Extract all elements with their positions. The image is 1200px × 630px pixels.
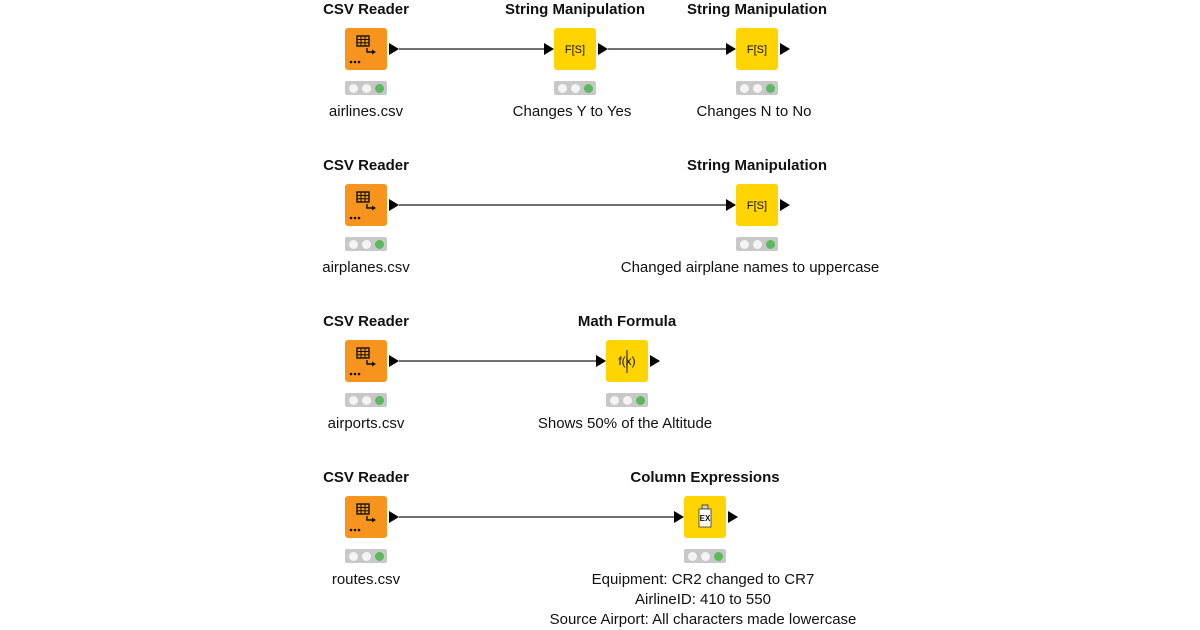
node-caption: Source Airport: All characters made lowe… (549, 611, 857, 628)
output-port-icon[interactable] (598, 43, 608, 55)
connection-edge[interactable] (399, 204, 726, 206)
output-port-icon[interactable] (650, 355, 660, 367)
node-status-indicator (345, 81, 387, 95)
node-caption: AirlineID: 410 to 550 (635, 591, 771, 608)
status-light-green (375, 552, 384, 561)
status-light-yellow (701, 552, 710, 561)
csv-reader-node[interactable] (345, 340, 387, 382)
node-title: CSV Reader (323, 469, 409, 486)
transform-node[interactable]: F[S] (736, 28, 778, 70)
node-status-indicator (554, 81, 596, 95)
node-caption: Changes Y to Yes (512, 103, 632, 120)
status-light-red (740, 84, 749, 93)
node-caption: airlines.csv (328, 103, 404, 120)
status-light-yellow (753, 240, 762, 249)
csv-reader-node[interactable] (345, 496, 387, 538)
output-port-icon[interactable] (389, 199, 399, 211)
status-light-yellow (753, 84, 762, 93)
node-caption: airplanes.csv (322, 259, 410, 276)
status-light-yellow (571, 84, 580, 93)
transform-node[interactable]: f(x) (606, 340, 648, 382)
node-title: Column Expressions (630, 469, 780, 486)
node-caption: airports.csv (327, 415, 405, 432)
node-status-indicator (606, 393, 648, 407)
status-light-yellow (362, 552, 371, 561)
status-light-red (349, 552, 358, 561)
status-light-green (375, 396, 384, 405)
node-title: String Manipulation (505, 1, 645, 18)
node-title: CSV Reader (323, 313, 409, 330)
status-light-green (766, 240, 775, 249)
status-light-yellow (362, 240, 371, 249)
output-port-icon[interactable] (780, 43, 790, 55)
input-port-icon[interactable] (674, 511, 684, 523)
node-title: String Manipulation (687, 1, 827, 18)
node-title: String Manipulation (687, 157, 827, 174)
output-port-icon[interactable] (728, 511, 738, 523)
status-light-yellow (362, 84, 371, 93)
node-caption: Changes N to No (696, 103, 812, 120)
node-title: CSV Reader (323, 1, 409, 18)
node-title: Math Formula (577, 313, 677, 330)
svg-text:EX: EX (700, 514, 711, 523)
node-status-indicator (736, 237, 778, 251)
transform-node[interactable]: F[S] (736, 184, 778, 226)
status-light-yellow (623, 396, 632, 405)
status-light-red (610, 396, 619, 405)
status-light-red (349, 240, 358, 249)
status-light-green (714, 552, 723, 561)
status-light-red (558, 84, 567, 93)
csv-reader-node[interactable] (345, 184, 387, 226)
connection-edge[interactable] (399, 516, 674, 518)
node-status-indicator (345, 237, 387, 251)
status-light-green (375, 84, 384, 93)
output-port-icon[interactable] (780, 199, 790, 211)
status-light-yellow (362, 396, 371, 405)
transform-node[interactable]: EX (684, 496, 726, 538)
node-status-indicator (345, 393, 387, 407)
status-light-green (636, 396, 645, 405)
output-port-icon[interactable] (389, 43, 399, 55)
node-status-indicator (345, 549, 387, 563)
node-caption: Shows 50% of the Altitude (537, 415, 713, 432)
status-light-red (349, 396, 358, 405)
svg-text:F[S]: F[S] (747, 200, 767, 212)
input-port-icon[interactable] (596, 355, 606, 367)
input-port-icon[interactable] (726, 43, 736, 55)
node-title: CSV Reader (323, 157, 409, 174)
status-light-red (688, 552, 697, 561)
transform-node[interactable]: F[S] (554, 28, 596, 70)
output-port-icon[interactable] (389, 511, 399, 523)
status-light-green (375, 240, 384, 249)
status-light-green (584, 84, 593, 93)
output-port-icon[interactable] (389, 355, 399, 367)
node-caption: routes.csv (331, 571, 401, 588)
status-light-red (740, 240, 749, 249)
connection-edge[interactable] (399, 360, 596, 362)
connection-edge[interactable] (399, 48, 544, 50)
input-port-icon[interactable] (544, 43, 554, 55)
node-caption: Changed airplane names to uppercase (620, 259, 880, 276)
status-light-green (766, 84, 775, 93)
svg-text:F[S]: F[S] (565, 44, 585, 56)
connection-edge[interactable] (608, 48, 726, 50)
node-status-indicator (684, 549, 726, 563)
csv-reader-node[interactable] (345, 28, 387, 70)
input-port-icon[interactable] (726, 199, 736, 211)
node-caption: Equipment: CR2 changed to CR7 (591, 571, 815, 588)
svg-text:F[S]: F[S] (747, 44, 767, 56)
node-status-indicator (736, 81, 778, 95)
status-light-red (349, 84, 358, 93)
